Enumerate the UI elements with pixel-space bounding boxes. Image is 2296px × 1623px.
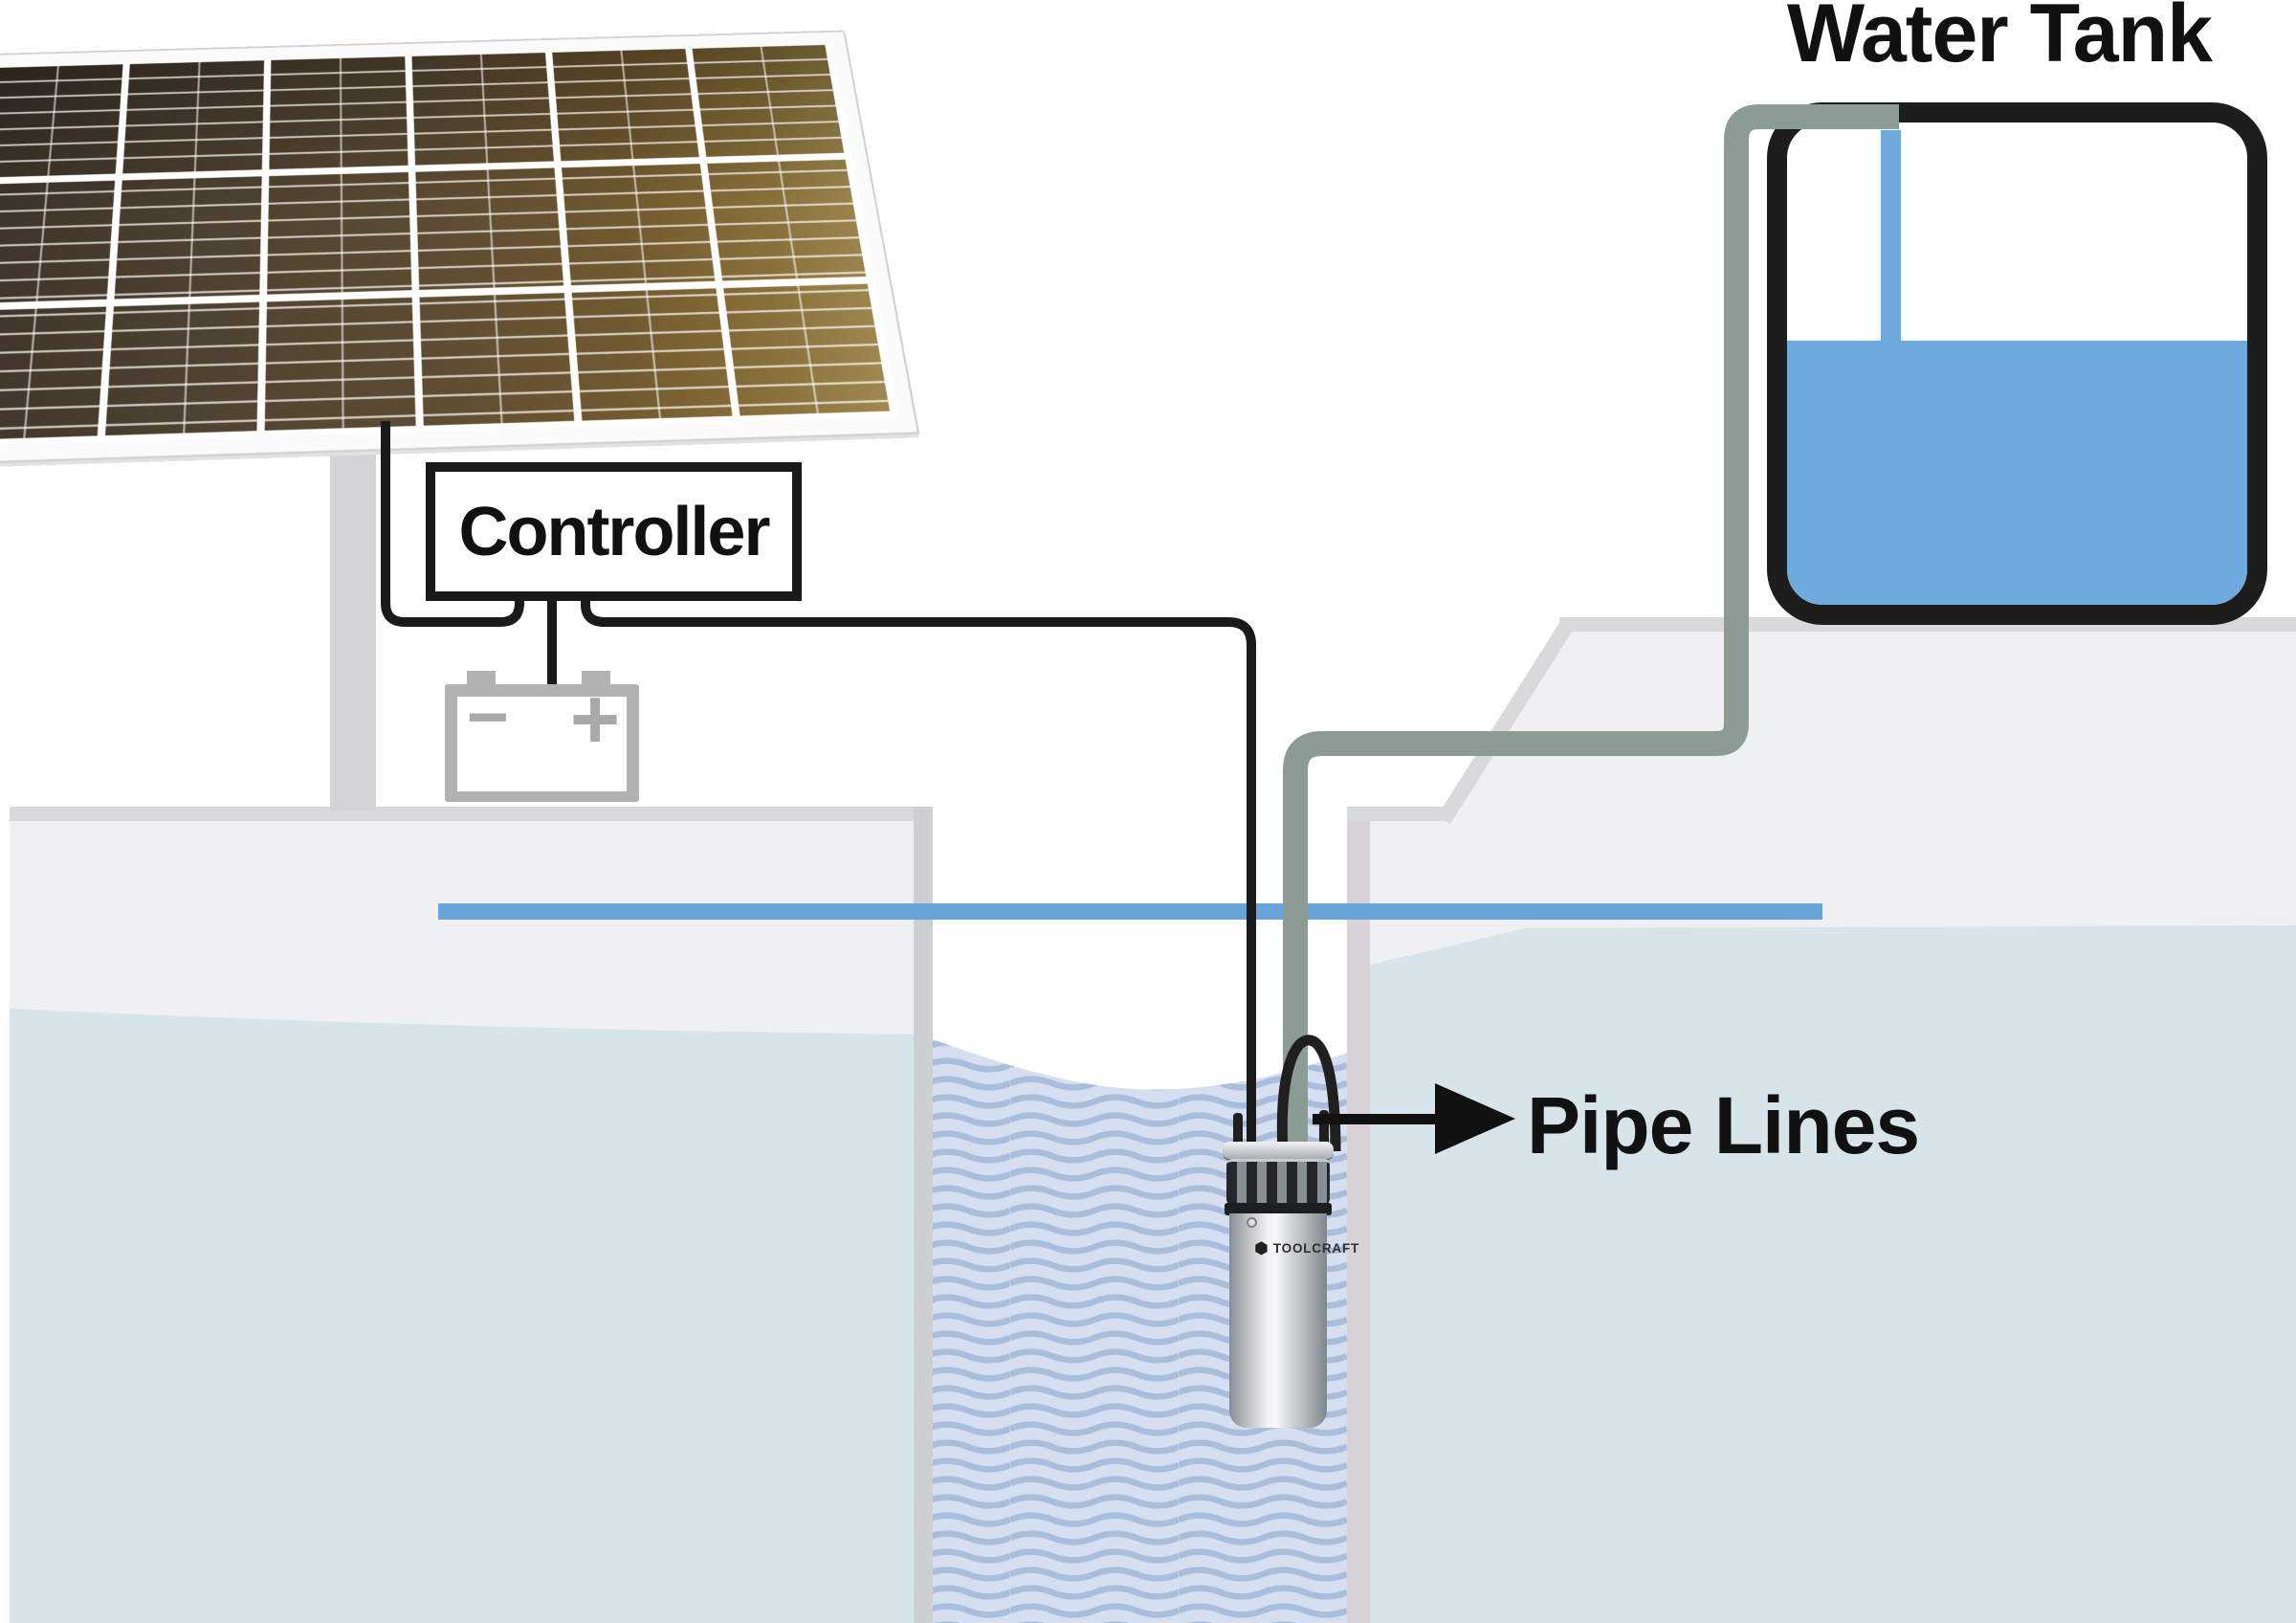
tank-water <box>1787 341 2247 605</box>
pump-brand: ⬢ TOOLCRAFT <box>1254 1240 1359 1256</box>
toolcraft-logo-icon: ⬢ <box>1254 1239 1269 1257</box>
pump-cable-loop <box>1276 1034 1341 1152</box>
battery-minus-symbol: − <box>466 677 510 758</box>
pipe-lines-label: Pipe Lines <box>1527 1080 1920 1170</box>
pipe-pump-to-tank <box>1283 104 1899 1158</box>
water-tank-label: Water Tank <box>1787 0 2213 79</box>
submersible-pump-body <box>1229 1213 1327 1428</box>
pump-brand-text: TOOLCRAFT <box>1272 1241 1360 1256</box>
left-groundwater <box>10 1009 933 1623</box>
slope-edge <box>1437 617 1576 825</box>
water-level-line <box>438 903 1822 920</box>
pump-ring <box>1225 1203 1332 1215</box>
well-right-wall <box>1347 807 1370 1623</box>
pump-flange <box>1223 1142 1334 1161</box>
well-left-wall <box>914 807 933 1623</box>
water-tank <box>1767 102 2267 625</box>
battery <box>445 684 639 802</box>
panel-support-post <box>330 397 376 811</box>
pump-intake-collar <box>1226 1159 1330 1205</box>
arrow-line <box>1313 1114 1437 1124</box>
controller-label: Controller <box>458 493 770 570</box>
arrow-right-icon <box>1435 1083 1515 1154</box>
right-groundwater <box>1370 925 2296 1623</box>
battery-plus-symbol: + <box>569 672 621 767</box>
left-soil-top-edge <box>10 807 933 821</box>
ledge-edge <box>1347 807 1449 821</box>
battery-terminal-positive <box>582 671 610 686</box>
pump-screw <box>1247 1217 1257 1228</box>
wire-controller-to-pump <box>581 601 1256 1148</box>
wire-panel-to-controller <box>381 421 524 627</box>
pump-stud <box>1233 1113 1243 1147</box>
controller-box: Controller <box>426 462 802 601</box>
battery-terminal-negative <box>467 671 496 686</box>
tank-inlet-stream <box>1881 130 1901 343</box>
